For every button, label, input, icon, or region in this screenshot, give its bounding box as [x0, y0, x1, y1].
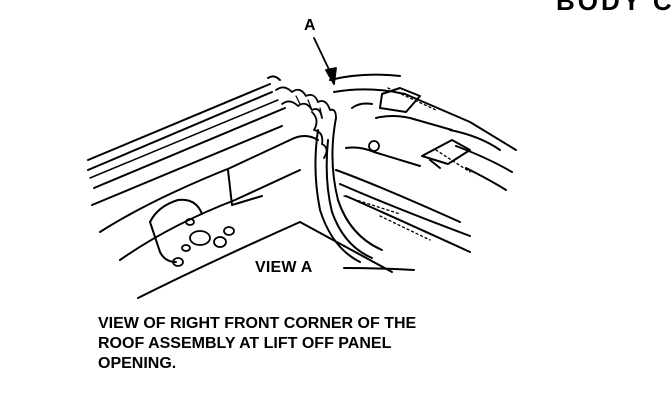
caption-line: ROOF ASSEMBLY AT LIFT OFF PANEL — [98, 335, 392, 352]
callout-arrow — [313, 37, 337, 85]
caption-line: OPENING. — [98, 355, 177, 372]
view-label: VIEW A — [255, 259, 313, 276]
left-roof-rail — [87, 75, 286, 206]
lift-off-panel-channel — [329, 73, 517, 253]
mounting-holes — [172, 218, 235, 267]
caption-line: VIEW OF RIGHT FRONT CORNER OF THE — [98, 315, 417, 332]
corner-header-fragment: BODY C — [556, 0, 672, 16]
figure-caption: VIEW OF RIGHT FRONT CORNER OF THE ROOF A… — [98, 314, 518, 374]
roof-header-frame — [99, 135, 393, 299]
callout-label-a: A — [304, 17, 316, 34]
corner-pillar — [314, 117, 415, 271]
seam-dots — [343, 87, 471, 241]
